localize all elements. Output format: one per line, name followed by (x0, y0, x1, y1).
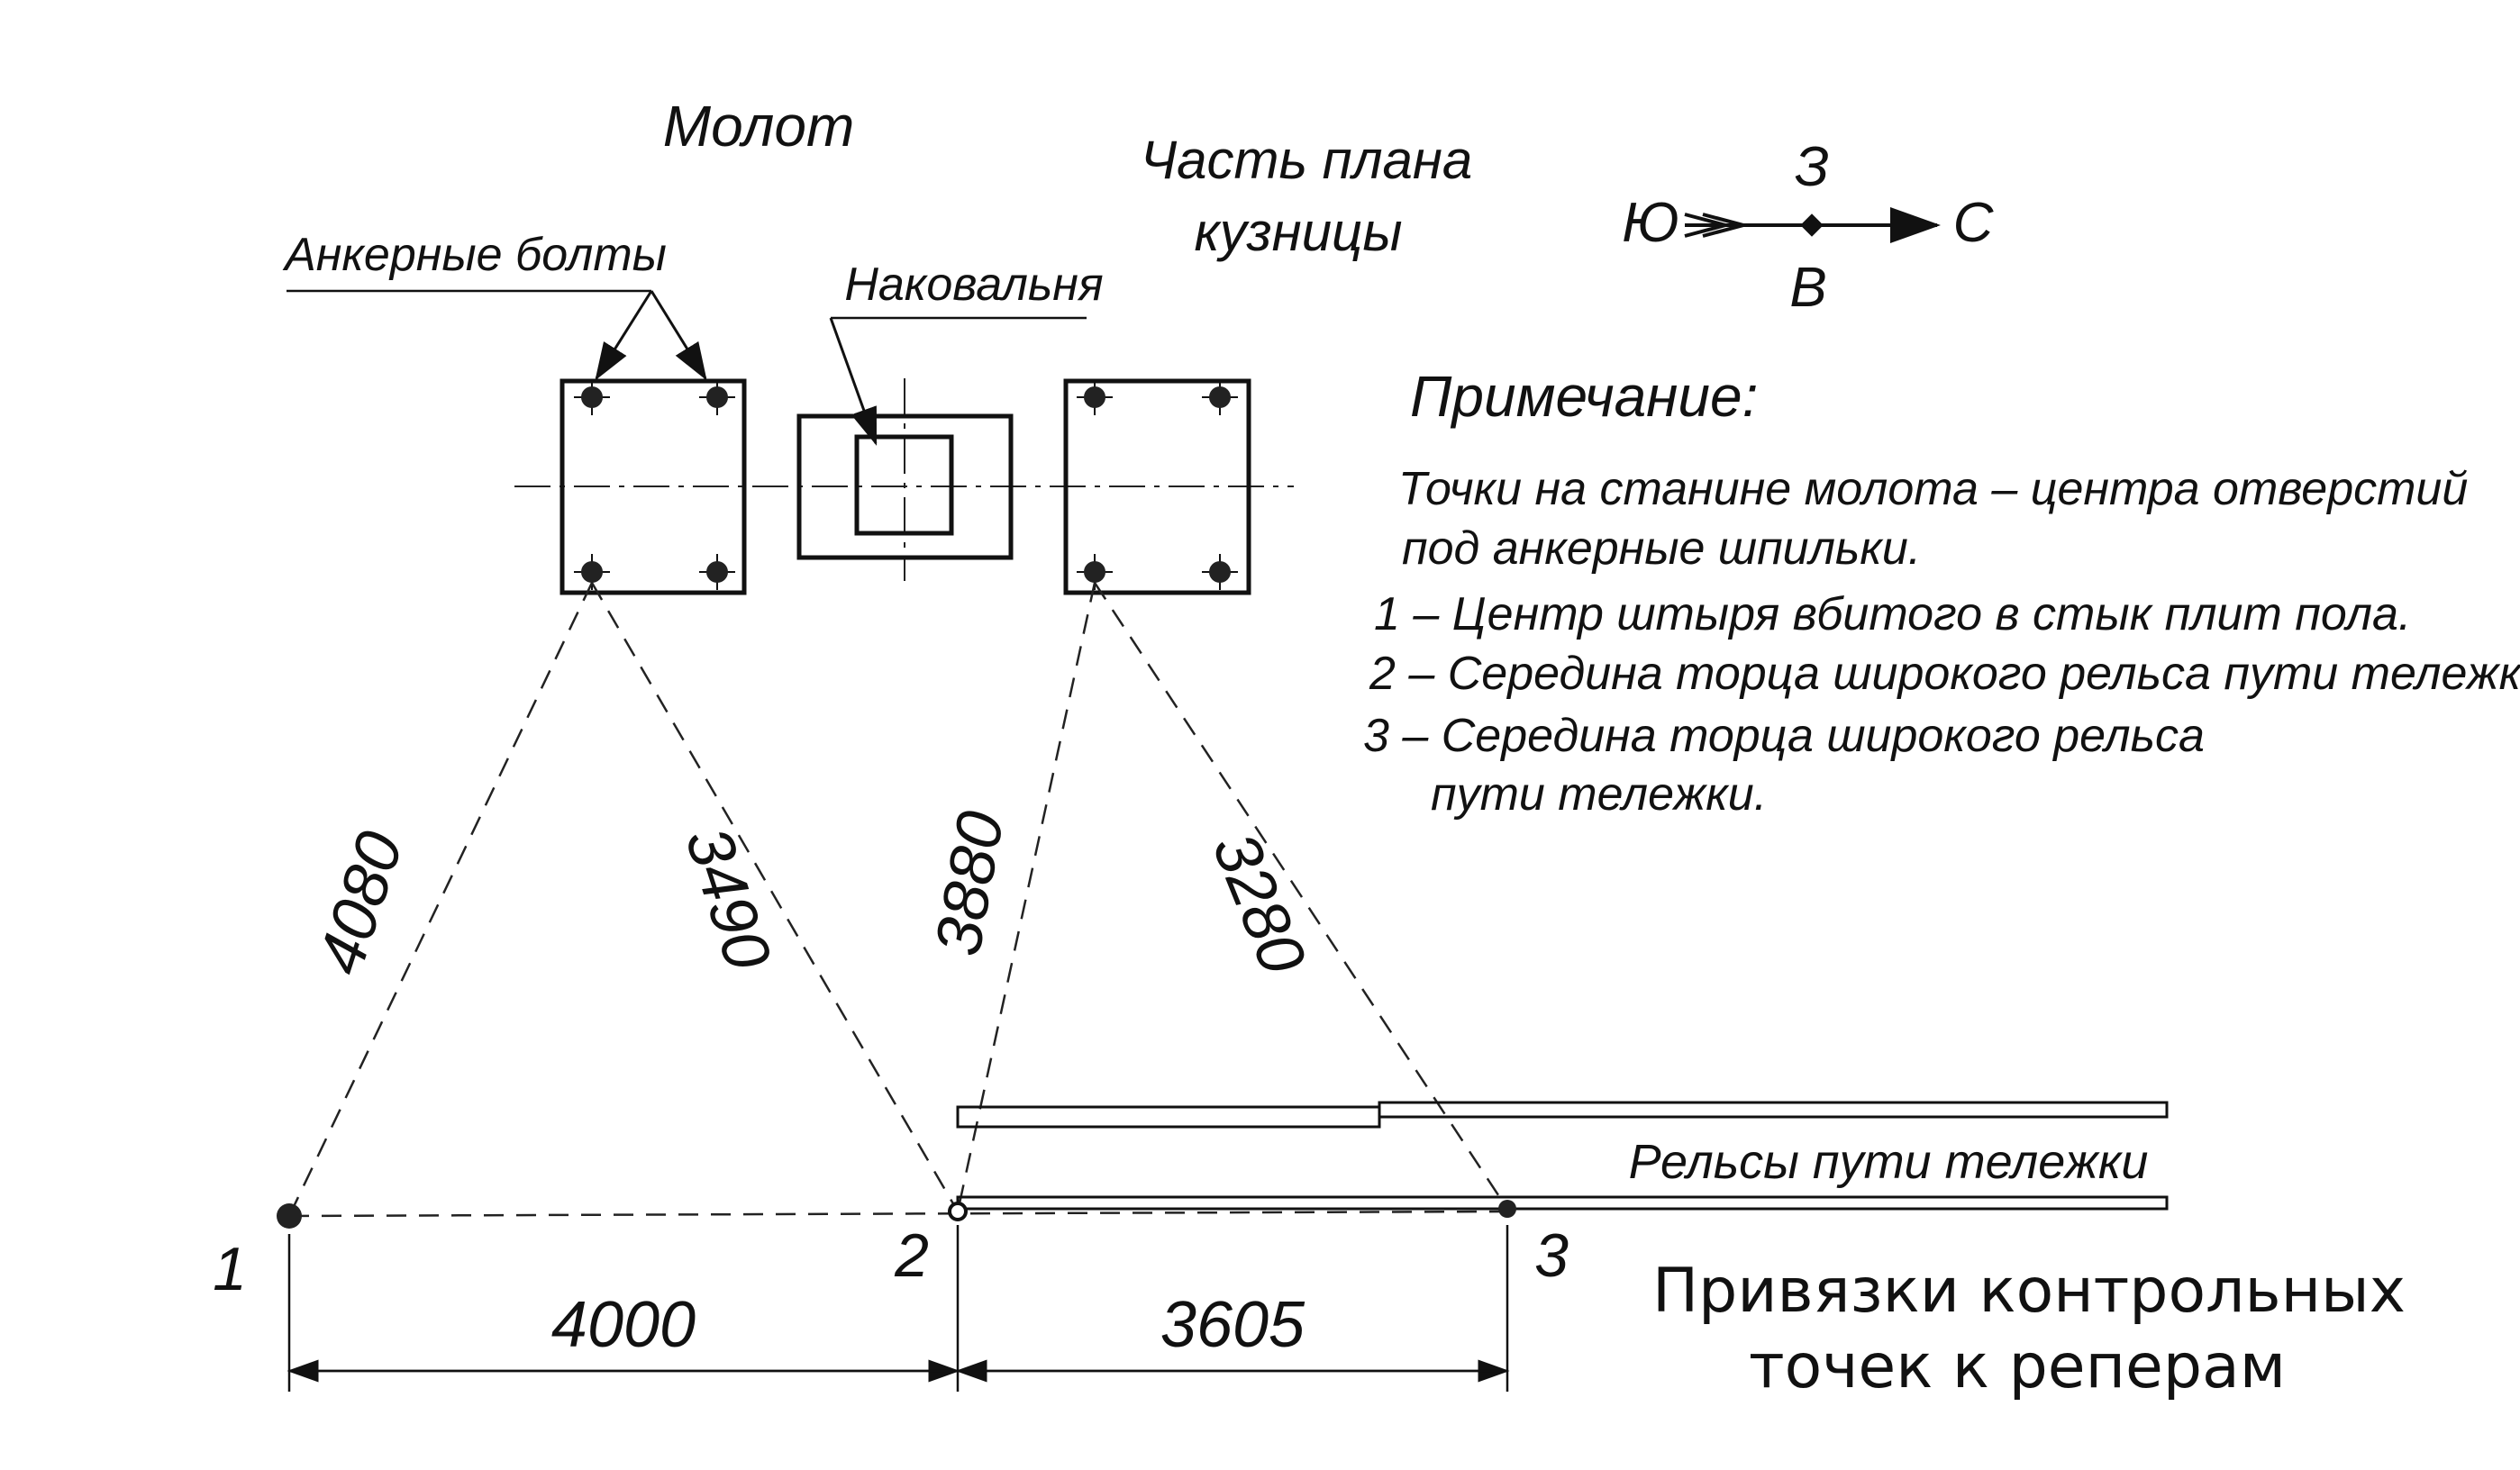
compass-north: С (1953, 192, 1995, 254)
rails-label: Рельсы пути тележки (1629, 1135, 2149, 1189)
point-label-1: 1 (213, 1235, 247, 1303)
note-line: под анкерные шпильки. (1402, 522, 1921, 575)
bolt-icon (1209, 386, 1231, 408)
bolts (574, 379, 1238, 590)
note-line: 2 – Середина торца широкого рельса пути … (1369, 648, 2520, 700)
anvil-inner (854, 434, 954, 536)
rail-lower (956, 1195, 2169, 1211)
compass-tail-icon (1684, 213, 1751, 238)
distance-3880: 3880 (922, 806, 1018, 961)
control-point-2 (948, 1202, 968, 1221)
bolt-icon (581, 561, 603, 583)
control-point-3 (1498, 1200, 1516, 1218)
control-point-1 (277, 1203, 302, 1229)
note-line: пути тележки. (1431, 768, 1767, 821)
dimension-lines (287, 1225, 1510, 1392)
point-label-3: 3 (1534, 1221, 1569, 1290)
bolt-icon (1084, 561, 1105, 583)
title-line-1: Привязки контрольных (1652, 1256, 2406, 1327)
anvil-outer (796, 413, 1014, 560)
note-heading: Примечание: (1410, 364, 1758, 429)
rail-upper (1378, 1101, 2169, 1119)
sight-line-2 (590, 582, 960, 1212)
distance-3280: 3280 (1198, 823, 1319, 984)
hammer-frame-right (1063, 378, 1251, 595)
note-line: 1 – Центр штыря вбитого в стык плит пола… (1374, 588, 2411, 640)
sight-line-4 (1093, 582, 1509, 1210)
plan-label-2: кузницы (1194, 202, 1402, 262)
note-line: Точки на станине молота – центра отверст… (1398, 463, 2468, 515)
compass: Ю З В С (1622, 136, 1994, 319)
anchor-bolts-label: Анкерные болты (282, 229, 667, 281)
hammer-label: Молот (663, 94, 855, 159)
compass-south: Ю (1622, 192, 1678, 254)
bolt-icon (581, 386, 603, 408)
point-label-2: 2 (894, 1221, 929, 1290)
compass-west: З (1795, 136, 1829, 198)
dimension-4000: 4000 (551, 1289, 696, 1361)
title-line-2: точек к реперам (1749, 1331, 2286, 1402)
compass-east: В (1789, 257, 1826, 319)
hammer-frame-left (559, 378, 747, 595)
rail-wide-upper (956, 1105, 1381, 1129)
bolt-icon (706, 386, 728, 408)
dimension-3605: 3605 (1160, 1289, 1305, 1361)
plan-label-1: Часть плана (1141, 130, 1473, 190)
compass-center-icon (1800, 213, 1824, 237)
note-line: 3 – Середина торца широкого рельса (1363, 710, 2205, 762)
bolt-icon (1209, 561, 1231, 583)
baseline (288, 1210, 1508, 1218)
bolt-icon (706, 561, 728, 583)
bolt-icon (1084, 386, 1105, 408)
sight-line-1 (287, 582, 594, 1217)
anchor-arrow-right (650, 290, 707, 381)
anvil-arrow (829, 317, 878, 446)
note: Примечание: Точки на станине молота – це… (1363, 364, 2520, 821)
distance-3490: 3490 (671, 819, 785, 978)
distance-4080: 4080 (304, 823, 417, 983)
anvil-label: Наковальня (844, 259, 1103, 311)
anchor-arrow-left (595, 290, 653, 381)
